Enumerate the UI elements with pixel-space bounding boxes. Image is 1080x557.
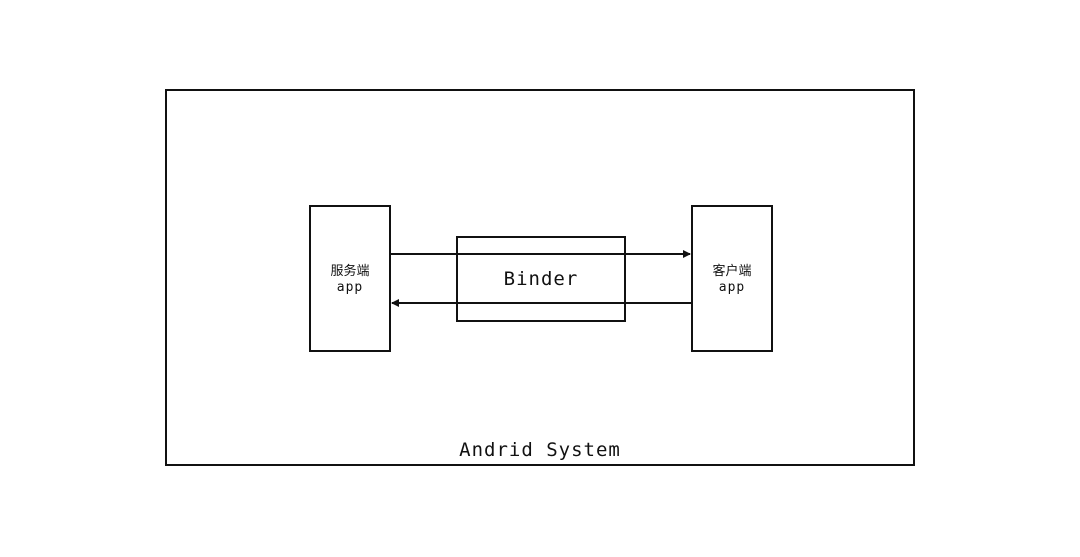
binder-label: Binder xyxy=(503,268,579,290)
binder-box: Binder xyxy=(456,236,626,322)
client-app-sub: app xyxy=(718,280,746,295)
server-app-sub: app xyxy=(336,280,364,295)
system-label: Andrid System xyxy=(459,439,621,461)
client-app-name: 客户端 xyxy=(712,264,752,279)
android-system-frame xyxy=(165,89,915,466)
server-app-name: 服务端 xyxy=(330,264,370,279)
client-app-box: 客户端 app xyxy=(691,205,773,352)
server-app-box: 服务端 app xyxy=(309,205,391,352)
